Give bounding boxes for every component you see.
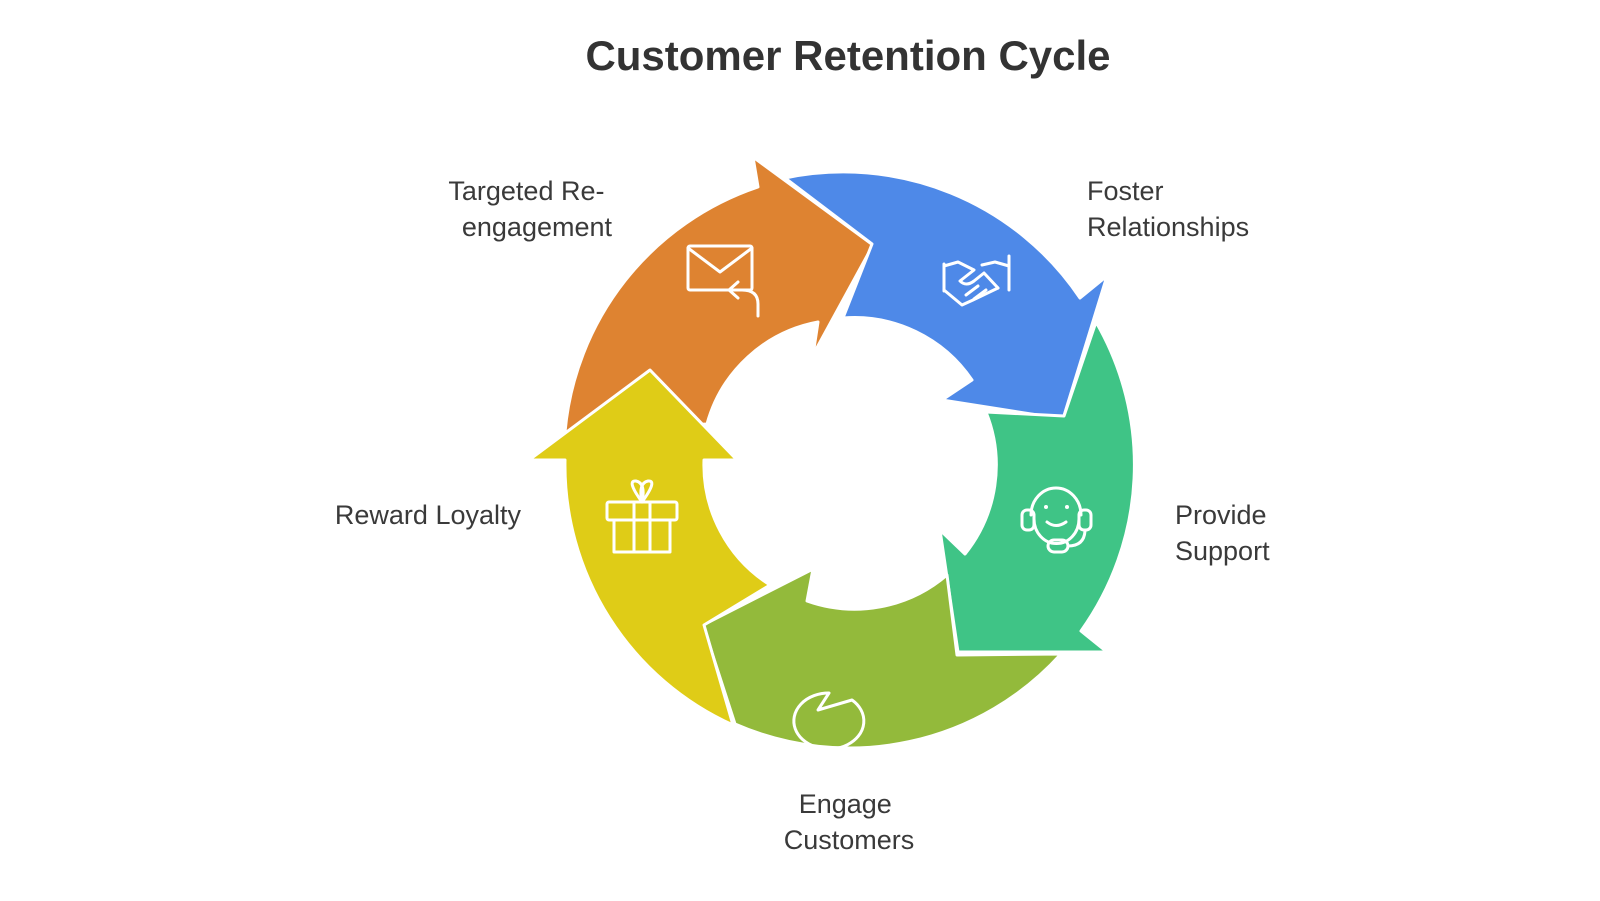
arrow-segment-engage-customers bbox=[701, 567, 1063, 763]
arrow-segment-provide-support bbox=[938, 320, 1136, 654]
step-label-line: Relationships bbox=[1087, 212, 1249, 242]
step-label-line: Foster bbox=[1087, 176, 1164, 206]
gift-icon bbox=[605, 479, 679, 554]
step-label-foster-relationships: Foster Relationships bbox=[1087, 176, 1249, 242]
headset-icon bbox=[1020, 486, 1093, 554]
step-label-provide-support: Provide Support bbox=[1175, 500, 1274, 566]
arrow-segment-targeted-re-engagement bbox=[563, 155, 875, 434]
step-label-line: engagement bbox=[462, 212, 613, 242]
step-label-engage-customers: Engage Customers bbox=[784, 789, 915, 855]
step-label-line: Customers bbox=[784, 825, 915, 855]
step-label-reward-loyalty: Reward Loyalty bbox=[335, 500, 522, 530]
mail-reply-icon bbox=[686, 244, 760, 318]
step-label-line: Engage bbox=[799, 789, 892, 819]
step-label-line: Provide bbox=[1175, 500, 1267, 530]
cycle-arrows bbox=[527, 155, 1136, 763]
step-label-targeted-re-engagement: Targeted Re- engagement bbox=[448, 176, 612, 242]
diagram-title: Customer Retention Cycle bbox=[585, 32, 1110, 79]
chat-bubble-icon bbox=[792, 691, 866, 751]
handshake-icon bbox=[942, 254, 1011, 307]
step-label-line: Support bbox=[1175, 536, 1270, 566]
step-label-line: Targeted Re- bbox=[448, 176, 604, 206]
step-label-line: Reward Loyalty bbox=[335, 500, 522, 530]
arrow-segment-foster-relationships bbox=[783, 170, 1109, 421]
